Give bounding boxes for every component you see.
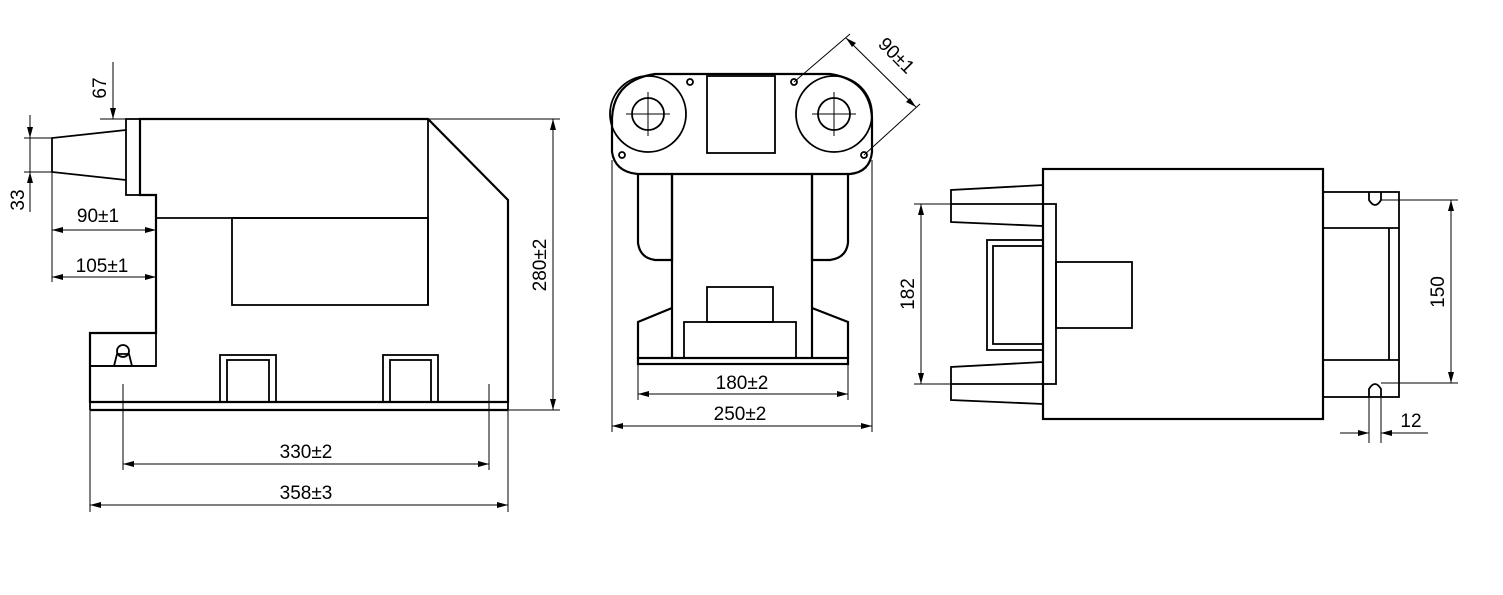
top-bushing-lower bbox=[950, 361, 1044, 405]
front-base-flange-right bbox=[811, 306, 850, 358]
dim-top-mount-spacing: 150 bbox=[1428, 276, 1449, 308]
dim-side-terminal-height: 33 bbox=[8, 189, 29, 210]
front-base-flange-left bbox=[636, 306, 673, 358]
side-view: 67 33 90±1 105±1 280±2 330±2 bbox=[8, 62, 560, 512]
top-mount-flange bbox=[1322, 191, 1400, 398]
front-head-outline bbox=[610, 72, 874, 176]
side-terminal-bushing bbox=[51, 129, 127, 181]
dim-front-base-inner: 180±2 bbox=[716, 373, 769, 394]
side-terminal-flange bbox=[125, 118, 141, 196]
top-terminal-flange bbox=[1042, 203, 1057, 385]
dim-side-mount-spacing: 330±2 bbox=[280, 442, 333, 463]
front-nameplate bbox=[706, 75, 776, 154]
front-leg-right bbox=[810, 174, 850, 262]
top-slot-lower bbox=[1368, 383, 1382, 397]
top-view: 182 150 12 bbox=[898, 167, 1458, 443]
side-foot-left bbox=[219, 354, 277, 403]
top-core-hatched bbox=[992, 245, 1044, 345]
dim-side-height: 280±2 bbox=[530, 239, 551, 292]
dim-top-slot-width: 12 bbox=[1400, 411, 1421, 432]
dim-side-terminal-len: 90±1 bbox=[77, 206, 119, 227]
side-ground-bolt bbox=[116, 344, 130, 358]
dim-front-width: 250±2 bbox=[714, 404, 767, 425]
dim-side-top-offset: 67 bbox=[90, 77, 111, 98]
top-inner-block bbox=[1055, 261, 1133, 329]
front-terminal-right bbox=[795, 75, 873, 153]
dim-top-width: 182 bbox=[898, 278, 919, 310]
dim-side-length: 358±3 bbox=[280, 483, 333, 504]
top-bushing-upper bbox=[950, 184, 1044, 227]
front-core-hatched bbox=[706, 286, 774, 323]
side-nameplate bbox=[231, 217, 429, 306]
side-body-outline bbox=[88, 117, 510, 404]
dim-side-terminal-reach: 105±1 bbox=[76, 256, 129, 277]
front-base-plate bbox=[636, 356, 850, 366]
top-body-outline bbox=[1041, 167, 1325, 421]
side-ground-block bbox=[89, 332, 157, 367]
front-core-base bbox=[683, 321, 797, 359]
front-terminal-left bbox=[609, 75, 687, 153]
front-view: 90±1 180±2 250±2 bbox=[609, 33, 921, 432]
top-slot-upper bbox=[1368, 192, 1382, 206]
side-foot-right bbox=[382, 354, 439, 403]
front-leg-left bbox=[636, 174, 674, 262]
